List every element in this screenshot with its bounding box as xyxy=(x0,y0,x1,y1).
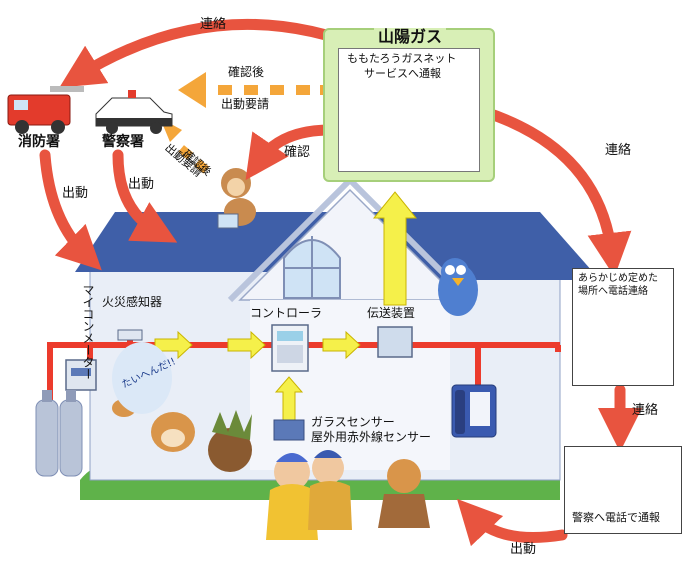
controller-label: コントローラ xyxy=(250,306,323,320)
dispatch-request-arrows xyxy=(160,72,330,174)
sensors-line2: 屋外用赤外線センサー xyxy=(311,430,432,444)
police-car xyxy=(95,90,173,134)
fire-truck xyxy=(7,86,84,134)
sensors-line1: ガラスセンサー xyxy=(311,415,395,429)
characters xyxy=(112,168,478,540)
fire-station-label: 消防署 xyxy=(18,134,60,150)
gas-company-title: 山陽ガス xyxy=(374,27,447,47)
right-contact-label: 連絡 xyxy=(605,143,632,158)
signal-arrows xyxy=(154,191,418,421)
fire-dispatch-label: 出動 xyxy=(62,186,89,201)
flow-arrows xyxy=(39,18,642,547)
contact-box-line2: 場所へ電話連絡 xyxy=(578,286,648,297)
fire-detector-label: 火災感知器 xyxy=(102,295,163,309)
exclaim-bubble xyxy=(112,342,172,414)
confirm-dispatch-line1: 確認後 xyxy=(228,65,265,79)
police-station-label: 警察署 xyxy=(102,134,144,150)
police-dispatch-label: 出動 xyxy=(128,177,155,192)
gas-company-line2: サービスへ通報 xyxy=(364,67,441,80)
contact-box xyxy=(572,268,674,386)
gas-company-line1: ももたろうガスネット xyxy=(347,52,457,65)
confirm-label: 確認 xyxy=(284,145,311,160)
contact-box-line1: あらかじめ定めた xyxy=(578,273,658,284)
confirm-dispatch-line2: 出動要請 xyxy=(221,97,270,111)
devices xyxy=(35,324,497,477)
transmitter-label: 伝送装置 xyxy=(367,306,416,320)
meter-label: マイコンメーター xyxy=(81,284,95,380)
bottom-dispatch-label: 出動 xyxy=(510,542,537,557)
top-contact-label: 連絡 xyxy=(200,17,227,32)
gas-company-inner xyxy=(338,48,480,172)
police-call-label: 警察へ電話で通報 xyxy=(572,511,660,524)
police-call-box xyxy=(564,446,682,534)
lower-contact-label: 連絡 xyxy=(632,403,659,418)
